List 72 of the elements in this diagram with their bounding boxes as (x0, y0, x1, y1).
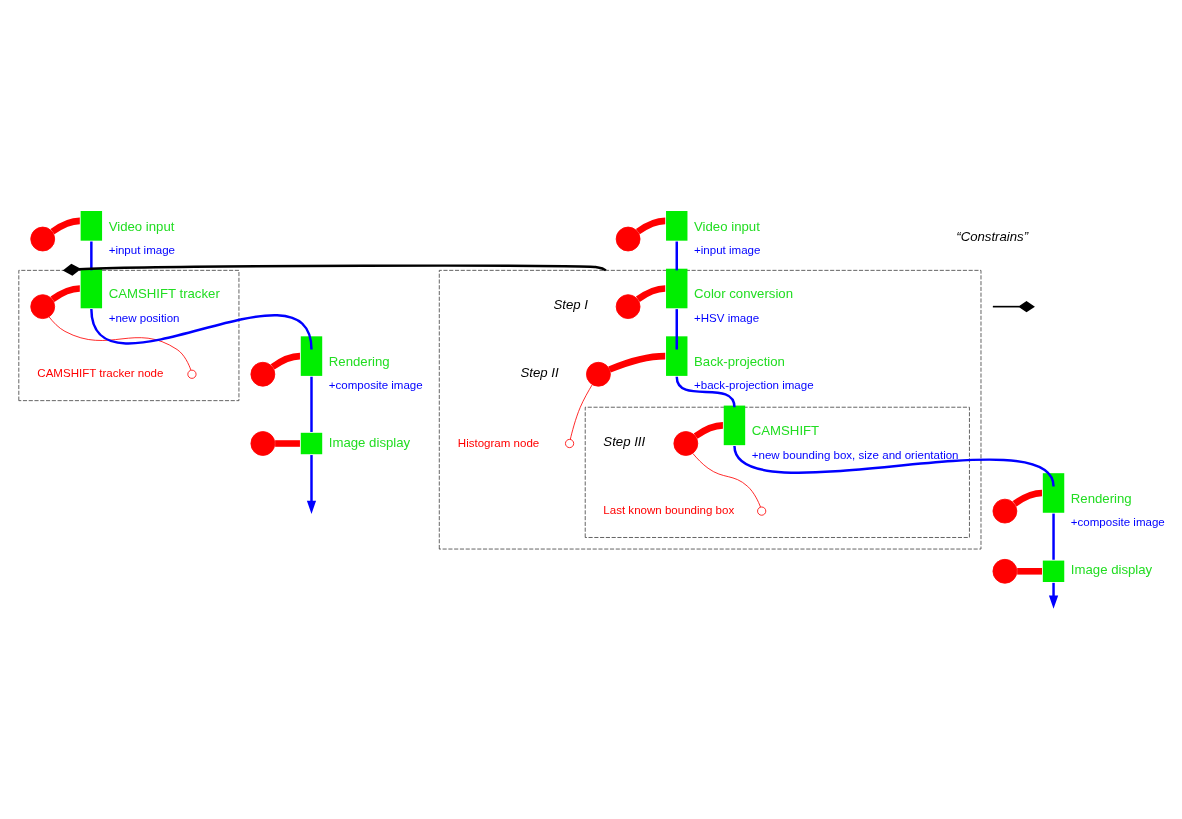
node-box (1042, 472, 1065, 513)
node-label: +new bounding box, size and orientation (751, 448, 959, 461)
node-circle (615, 293, 641, 319)
node-label: +input image (108, 243, 176, 256)
connector (675, 376, 736, 407)
node-label: Rendering (1070, 490, 1132, 506)
node-label: CAMSHIFT tracker node (37, 366, 164, 379)
label: Step I (553, 296, 588, 312)
connector (1017, 567, 1042, 575)
node-box (723, 405, 746, 445)
connector (692, 452, 761, 507)
node-box (80, 210, 103, 241)
node-label: +composite image (328, 378, 423, 391)
connector (90, 241, 93, 270)
node-box (300, 335, 323, 376)
connector (636, 217, 666, 234)
connector (675, 241, 678, 270)
node-label: +HSV image (694, 311, 760, 324)
legend-label: “Constrains” (956, 228, 1029, 244)
node-label: Back-projection (694, 353, 785, 369)
connector (50, 217, 80, 234)
connector (270, 352, 301, 370)
node-label: +new position (108, 311, 180, 324)
node-label: Color conversion (694, 285, 794, 301)
node-label: Video input (108, 218, 175, 234)
connector (90, 308, 313, 350)
arrow (1048, 582, 1059, 609)
connector (569, 383, 593, 440)
connector (275, 439, 300, 447)
node-label: Image display (328, 434, 411, 450)
node-box (300, 432, 323, 454)
connector (733, 445, 1055, 487)
node-label: Last known bounding box (603, 503, 735, 516)
node-label: +back-projection image (694, 378, 814, 391)
node-label: Image display (1070, 561, 1153, 577)
connector (1052, 513, 1055, 560)
node-circle (565, 438, 575, 448)
node-box (1042, 560, 1065, 582)
node-box (80, 268, 103, 308)
node-label: CAMSHIFT tracker (108, 285, 220, 301)
connector (310, 376, 313, 432)
node-circle (250, 361, 276, 387)
node-box (666, 335, 688, 376)
node-circle (30, 293, 56, 319)
node-circle (30, 226, 56, 251)
node-label: Histogram node (457, 436, 540, 449)
connector (675, 308, 678, 349)
node-circle (586, 361, 611, 387)
node-circle (673, 430, 699, 456)
arrow (306, 454, 317, 514)
node-circle (757, 506, 767, 516)
label: Step III (603, 433, 646, 449)
node-box (666, 210, 688, 241)
connector (62, 263, 607, 276)
label: Step II (520, 364, 559, 380)
node-label: +input image (694, 243, 761, 256)
node-box (666, 268, 688, 308)
connector (48, 315, 192, 370)
connector (50, 284, 80, 302)
connector (1012, 489, 1043, 506)
node-circle (992, 498, 1018, 523)
node-circle (187, 369, 197, 379)
connector (608, 352, 666, 373)
node-circle (615, 226, 641, 251)
connector (636, 284, 666, 302)
node-circle (992, 558, 1018, 584)
node-label: Rendering (328, 353, 390, 369)
node-label: +composite image (1070, 515, 1165, 528)
node-label: CAMSHIFT (751, 422, 820, 438)
node-label: Video input (694, 218, 760, 234)
connector (693, 421, 724, 439)
node-circle (250, 430, 276, 456)
